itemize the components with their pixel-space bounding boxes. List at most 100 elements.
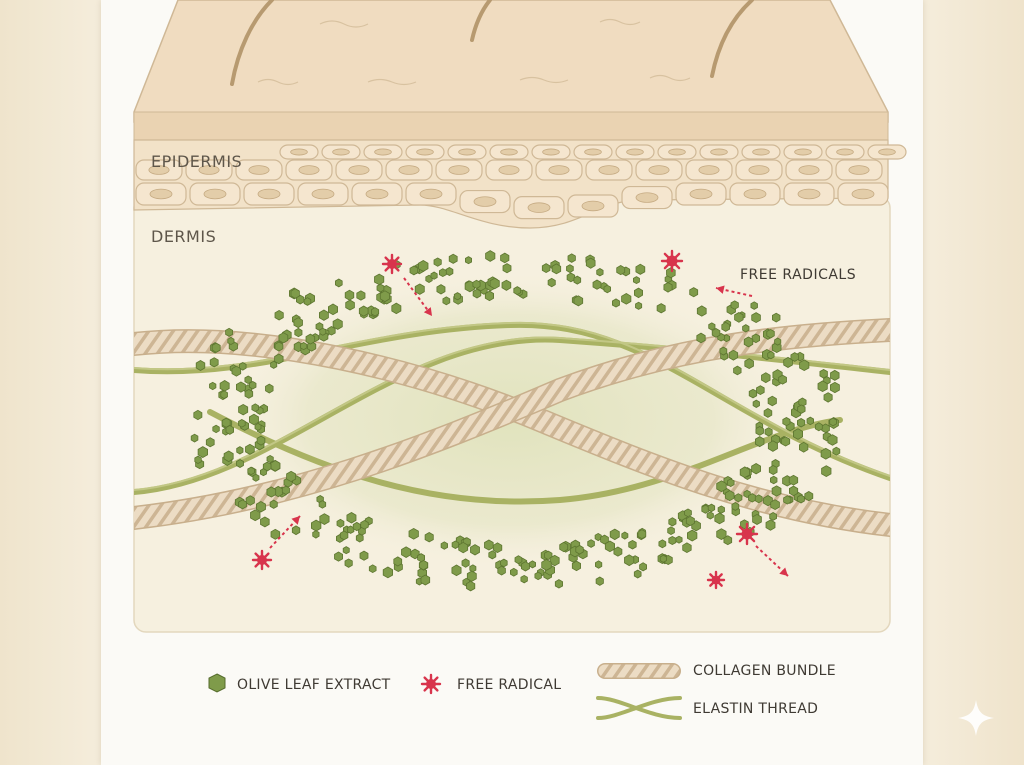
legend-collagen-icon — [597, 663, 681, 679]
epidermis-cell — [835, 159, 883, 181]
free-radicals — [251, 249, 789, 590]
extract-particle — [231, 365, 242, 377]
free-radical-icon — [735, 522, 759, 546]
extract-particle — [344, 558, 353, 568]
extract-particle — [448, 253, 458, 264]
extract-particle — [797, 494, 805, 504]
epidermis-cell — [235, 159, 283, 181]
extract-particle — [225, 327, 234, 337]
extract-particle — [804, 491, 814, 502]
extract-particle — [771, 485, 782, 497]
extract-particle — [789, 485, 799, 497]
epidermis-label: EPIDERMIS — [151, 152, 243, 171]
epidermis-cell — [573, 144, 613, 160]
extract-particle — [500, 252, 510, 264]
extract-particle — [485, 250, 496, 262]
epidermis-cell — [363, 144, 403, 160]
epidermis-cell — [621, 185, 673, 210]
extract-particle — [743, 336, 754, 348]
extract-particle — [453, 292, 462, 301]
extract-particle — [696, 305, 707, 317]
extract-particle — [767, 395, 777, 407]
free-radical-icon — [420, 673, 442, 695]
extract-particle — [212, 424, 220, 434]
extract-particle — [633, 276, 640, 285]
extract-particle — [551, 263, 562, 275]
extract-particle — [209, 381, 217, 391]
extract-particle — [521, 561, 530, 572]
extract-particle — [409, 265, 419, 276]
extract-particle — [594, 532, 602, 542]
extract-particle — [585, 257, 596, 269]
extract-particle — [734, 312, 744, 323]
attack-arrow — [715, 285, 753, 297]
extract-particle — [616, 265, 626, 276]
extract-particle — [252, 473, 260, 482]
extract-particle — [270, 528, 281, 540]
epidermis-cell — [385, 159, 433, 181]
extract-particle — [541, 558, 552, 571]
extract-particle — [767, 440, 778, 452]
epidermis-cells — [135, 144, 907, 220]
epidermis-cell — [297, 182, 349, 206]
extract-particle — [248, 413, 259, 426]
extract-particle — [771, 342, 782, 354]
extract-particle — [238, 499, 247, 510]
extract-particle — [778, 374, 787, 385]
extract-particle — [755, 436, 765, 448]
hair-2 — [470, 0, 492, 42]
extract-particle — [768, 465, 778, 475]
extract-particle — [436, 284, 446, 295]
extract-particle — [393, 556, 403, 567]
extract-particle — [819, 368, 828, 379]
extract-particle — [830, 369, 840, 381]
extract-particle — [248, 380, 257, 390]
extract-particle — [193, 409, 203, 421]
extract-particle — [567, 253, 576, 263]
extract-particle — [739, 466, 750, 479]
extract-particle — [763, 495, 773, 507]
extract-particle — [799, 441, 809, 453]
epidermis-cell — [735, 159, 783, 181]
extract-particle — [755, 426, 764, 436]
extract-particle — [830, 381, 840, 394]
extract-particle — [748, 388, 758, 399]
extract-particle — [724, 490, 735, 502]
extract-particle — [223, 450, 234, 463]
extract-particle — [391, 302, 402, 315]
extract-particle — [484, 290, 495, 302]
extract-particle — [600, 534, 609, 545]
epidermis-cell — [741, 144, 781, 160]
extract-particle — [742, 324, 750, 333]
extract-particle — [352, 521, 361, 532]
extract-particle — [418, 559, 429, 571]
attack-arrow — [755, 545, 789, 577]
epidermis-cell — [285, 159, 333, 181]
legend-elastin-icon — [596, 696, 682, 720]
epidermis-cell — [459, 189, 511, 214]
extract-particle — [424, 532, 434, 543]
extract-particle — [244, 375, 252, 385]
extract-particle — [708, 322, 716, 331]
legend-extract-icon — [208, 673, 226, 693]
extract-particle — [603, 284, 611, 294]
extract-particle — [823, 392, 833, 403]
epidermis-cell — [405, 182, 457, 206]
extract-particle — [770, 499, 780, 511]
legend-free-radical: FREE RADICAL — [457, 677, 562, 693]
extract-particle — [781, 436, 791, 447]
extract-particle — [236, 446, 244, 455]
extract-particle — [461, 558, 470, 568]
extract-particle — [571, 560, 581, 572]
extract-particle — [371, 307, 380, 317]
extract-particle — [312, 530, 320, 539]
epidermis-cell — [335, 159, 383, 181]
extract-particle — [345, 299, 355, 311]
extract-particle — [244, 388, 254, 399]
extract-particle — [290, 288, 300, 299]
extract-particle — [817, 380, 828, 393]
epidermis-cell — [699, 144, 739, 160]
epidermis-cell — [785, 159, 833, 181]
extract-particle — [639, 562, 647, 572]
extract-particle — [783, 495, 792, 505]
